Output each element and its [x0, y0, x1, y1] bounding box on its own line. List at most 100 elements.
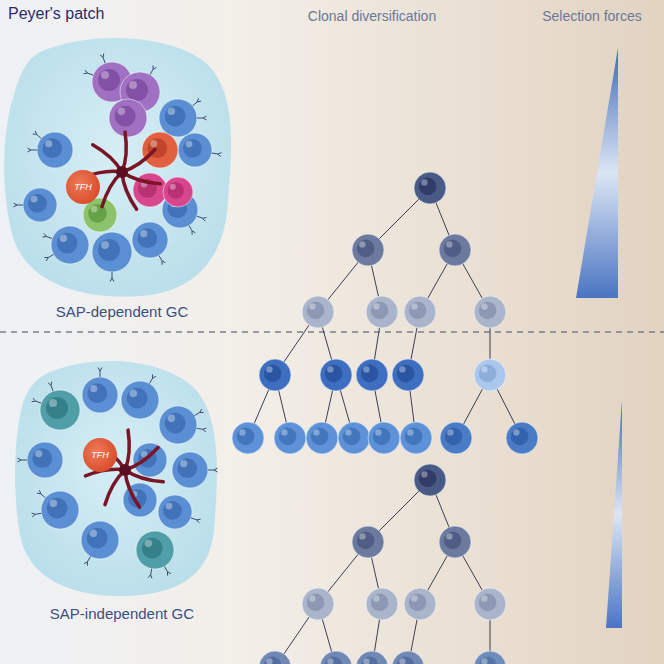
- cell: [82, 377, 118, 413]
- cell-nucleus: [357, 532, 375, 550]
- antibody: [48, 383, 51, 386]
- antibody: [197, 98, 198, 102]
- antibody: [51, 386, 53, 392]
- cell-nucleus: [88, 204, 107, 223]
- cell-nucleus: [325, 657, 343, 664]
- cell-highlight: [513, 429, 519, 435]
- cell: [51, 226, 89, 264]
- cell-highlight: [168, 108, 176, 116]
- cell-nucleus: [311, 428, 329, 446]
- cell-nucleus: [264, 365, 282, 383]
- antibody: [88, 556, 91, 561]
- antibody: [214, 470, 218, 472]
- cell: [302, 588, 334, 620]
- cell: [474, 651, 506, 664]
- cell-nucleus: [479, 657, 497, 664]
- cell: [368, 422, 400, 454]
- cell-nucleus: [361, 365, 379, 383]
- cell-highlight: [373, 595, 379, 601]
- cell-highlight: [421, 471, 427, 477]
- antibody: [37, 493, 41, 495]
- cell-nucleus: [371, 594, 389, 612]
- cell-highlight: [359, 241, 365, 247]
- cell: [320, 359, 352, 391]
- cell-nucleus: [47, 498, 68, 519]
- germinal-center: SAP-independent GCTFH: [8, 350, 236, 622]
- antibody: [13, 205, 17, 207]
- antibody: [192, 231, 195, 233]
- cell: [133, 443, 167, 477]
- antibody: [197, 520, 200, 523]
- antibody: [44, 233, 47, 236]
- antibody: [32, 401, 36, 403]
- cell-nucleus: [479, 302, 497, 320]
- cell-nucleus: [137, 228, 157, 248]
- cell: [132, 222, 168, 258]
- cell-highlight: [45, 140, 52, 147]
- cell-nucleus: [307, 594, 325, 612]
- antibody: [43, 236, 47, 238]
- cell-nucleus: [168, 182, 185, 199]
- cell: [404, 588, 436, 620]
- cell-highlight: [363, 658, 369, 664]
- cell-nucleus: [397, 365, 415, 383]
- cell-highlight: [101, 241, 109, 249]
- antibody: [87, 562, 88, 566]
- cell-highlight: [180, 460, 187, 467]
- cell-highlight: [399, 658, 405, 664]
- antibody: [152, 374, 153, 378]
- cell-nucleus: [409, 594, 427, 612]
- cell-nucleus: [165, 106, 186, 127]
- antibody: [218, 154, 221, 156]
- cell-nucleus: [177, 458, 197, 478]
- cell: [439, 526, 471, 558]
- antibody: [98, 367, 100, 371]
- antibody: [100, 371, 101, 377]
- antibody: [159, 256, 162, 261]
- antibody: [214, 468, 218, 470]
- cell-highlight: [129, 81, 137, 89]
- cell-nucleus: [183, 139, 202, 158]
- antibody: [200, 409, 202, 412]
- antibody: [36, 401, 42, 403]
- cell: [136, 531, 174, 569]
- cell-highlight: [239, 429, 245, 435]
- cell-highlight: [50, 500, 58, 508]
- antibody: [168, 572, 171, 574]
- title: Peyer's patch: [8, 5, 104, 23]
- antibody: [47, 236, 53, 238]
- cell: [40, 390, 80, 430]
- cell: [81, 521, 119, 559]
- cell: [474, 359, 506, 391]
- antibody: [88, 73, 94, 75]
- cell: [392, 359, 424, 391]
- cell-nucleus: [307, 302, 325, 320]
- cell-nucleus: [126, 79, 148, 101]
- cell-highlight: [101, 71, 109, 79]
- cell-nucleus: [57, 233, 78, 254]
- antibody: [112, 278, 114, 282]
- cell: [302, 296, 334, 328]
- cell-highlight: [168, 415, 176, 423]
- cell-nucleus: [264, 657, 282, 664]
- cell-highlight: [399, 366, 405, 372]
- cell-highlight: [150, 140, 157, 147]
- cell: [338, 422, 370, 454]
- cell-nucleus: [32, 448, 52, 468]
- cell-highlight: [266, 658, 272, 664]
- gc-label: SAP-independent GC: [50, 605, 194, 622]
- antibody: [103, 58, 105, 64]
- cell: [109, 99, 147, 137]
- cell-nucleus: [28, 194, 47, 213]
- cell-highlight: [481, 658, 487, 664]
- antibody: [33, 133, 37, 135]
- antibody: [212, 153, 218, 154]
- antibody: [165, 566, 168, 571]
- antibody: [17, 205, 23, 206]
- cell-nucleus: [409, 302, 427, 320]
- cell-highlight: [140, 230, 147, 237]
- antibody: [208, 470, 214, 471]
- cell-highlight: [145, 540, 153, 548]
- cell: [41, 491, 79, 529]
- antibody: [48, 255, 53, 258]
